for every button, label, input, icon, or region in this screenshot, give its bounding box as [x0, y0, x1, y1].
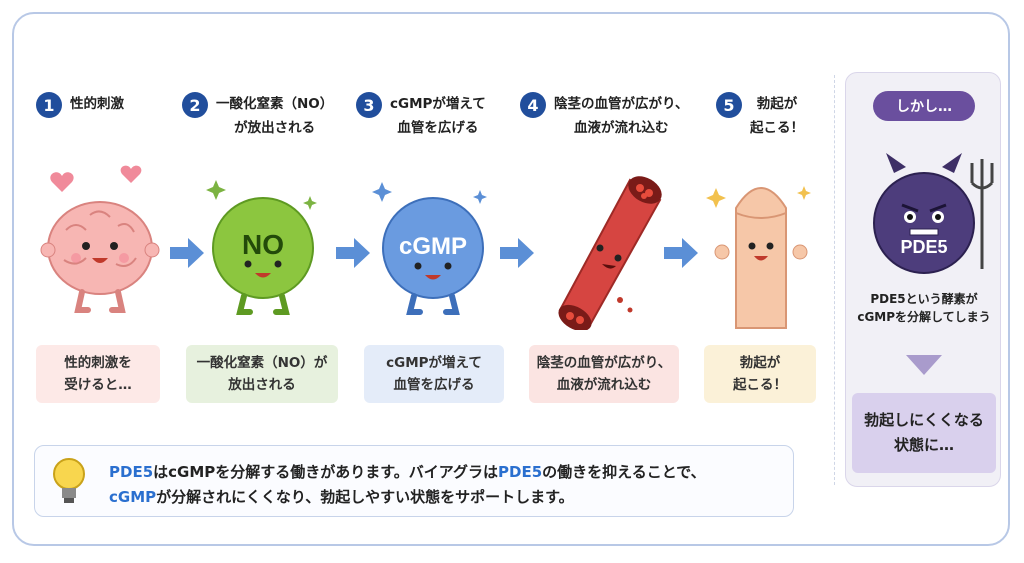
step-2-title: 一酸化窒素（NO）が放出される: [216, 96, 334, 136]
step-1-title: 性的刺激: [70, 96, 124, 112]
step-4-caption: 陰茎の血管が広がり、血液が流れ込む: [529, 345, 679, 403]
info-note: PDE5はcGMPを分解する働きがあります。バイアグラはPDE5の働きを抑えるこ…: [34, 445, 794, 517]
arrow-right-icon: [170, 238, 204, 268]
step-4-number: 4: [520, 92, 546, 118]
arrow-down-icon: [906, 355, 942, 375]
step-3-heading: 3 cGMPが増えて血管を広げる: [356, 92, 486, 140]
result-box: 勃起しにくくなる状態に…: [852, 393, 996, 473]
brain-illustration: [40, 165, 160, 313]
step-5-heading: 5 勃起が起こる！: [716, 92, 804, 140]
however-pill: しかし…: [873, 91, 975, 121]
step-2-number: 2: [182, 92, 208, 118]
step-3-caption: cGMPが増えて血管を広げる: [364, 345, 504, 403]
arrow-right-icon: [664, 238, 698, 268]
step-5-number: 5: [716, 92, 742, 118]
no-ball-label: NO: [242, 229, 284, 260]
pde5-monster-illustration: PDE5: [873, 153, 994, 274]
step-5-title: 勃起が起こる！: [750, 96, 804, 136]
arrow-right-icon: [336, 238, 370, 268]
cgmp-molecule-illustration: cGMP: [372, 182, 487, 315]
step-1-heading: 1 性的刺激: [36, 92, 124, 118]
step-4-title: 陰茎の血管が広がり、血液が流れ込む: [554, 96, 689, 136]
no-molecule-illustration: NO: [206, 180, 317, 315]
lightbulb-icon: [53, 458, 85, 503]
blood-vessel-illustration: [558, 176, 662, 330]
step-3-number: 3: [356, 92, 382, 118]
step-4-heading: 4 陰茎の血管が広がり、血液が流れ込む: [520, 92, 688, 140]
heart-icon: [120, 165, 142, 183]
cgmp-ball-label: cGMP: [399, 233, 467, 260]
step-1-caption: 性的刺激を受けると…: [36, 345, 160, 403]
step-2-heading: 2 一酸化窒素（NO）が放出される: [182, 92, 333, 140]
heart-icon: [50, 172, 74, 192]
step-2-caption: 一酸化窒素（NO）が放出される: [186, 345, 338, 403]
pde5-monster-label: PDE5: [900, 237, 947, 257]
note-text: PDE5はcGMPを分解する働きがあります。バイアグラはPDE5の働きを抑えるこ…: [109, 463, 706, 506]
erection-illustration: [706, 186, 811, 329]
step-5-caption: 勃起が起こる！: [704, 345, 816, 403]
section-divider: [834, 75, 835, 485]
step-1-number: 1: [36, 92, 62, 118]
step-3-title: cGMPが増えて血管を広げる: [390, 96, 486, 136]
arrow-right-icon: [500, 238, 534, 268]
